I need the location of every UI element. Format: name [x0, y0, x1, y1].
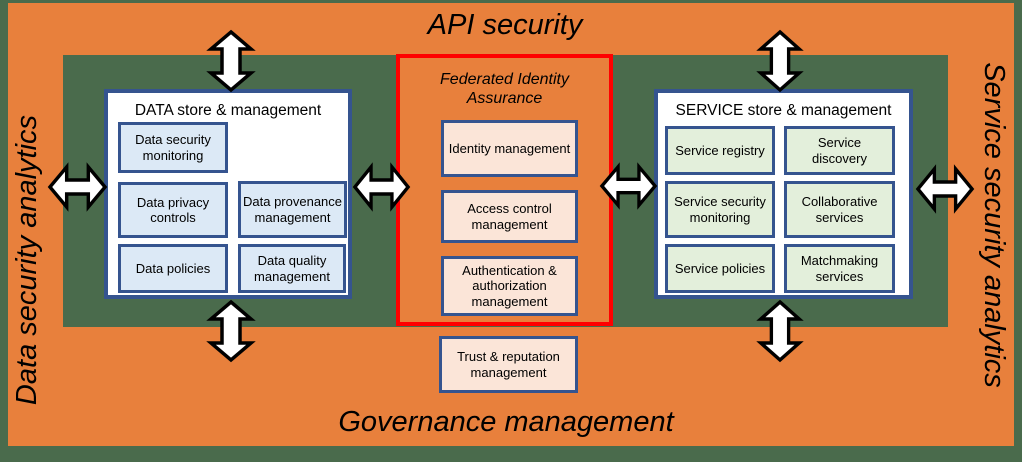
identity-management-box: Identity management — [441, 120, 578, 177]
authentication-authorization-management-box: Authentication & authorization managemen… — [441, 256, 578, 316]
service-policies-box: Service policies — [665, 244, 775, 293]
data-privacy-controls-box: Data privacy controls — [118, 182, 228, 238]
double-arrow-icon-service-governance — [756, 299, 804, 363]
federated-identity-assurance-box: Federated Identity Assurance Identity ma… — [396, 54, 613, 326]
data-security-analytics-label: Data security analytics — [11, 114, 43, 406]
api-security-label: API security — [427, 9, 583, 41]
data-security-monitoring-box: Data security monitoring — [118, 122, 228, 173]
service-store-management-box: SERVICE store & management Service regis… — [654, 89, 913, 299]
double-arrow-icon-data-federated — [352, 162, 411, 212]
governance-management-label: Governance management — [338, 406, 674, 438]
data-box-title: DATA store & management — [134, 102, 322, 119]
service-box-title: SERVICE store & management — [675, 102, 892, 119]
double-arrow-icon-federated-service — [599, 162, 658, 210]
service-discovery-box: Service discovery — [784, 126, 895, 175]
service-registry-box: Service registry — [665, 126, 775, 175]
service-security-analytics-label: Service security analytics — [978, 62, 1010, 388]
service-security-monitoring-box: Service security monitoring — [665, 181, 775, 238]
access-control-management-box: Access control management — [441, 190, 578, 243]
trust-reputation-management-box: Trust & reputation management — [439, 336, 578, 393]
collaborative-services-box: Collaborative services — [784, 181, 895, 238]
matchmaking-services-box: Matchmaking services — [784, 244, 895, 293]
double-arrow-icon-service-analytics — [915, 164, 975, 214]
data-provenance-management-box: Data provenance management — [238, 181, 347, 238]
double-arrow-icon-analytics-data — [47, 162, 108, 212]
federated-identity-assurance-title: Federated Identity Assurance — [440, 71, 569, 108]
double-arrow-icon-data-governance — [206, 299, 256, 363]
data-quality-management-box: Data quality management — [238, 244, 346, 293]
data-store-management-box: DATA store & management Data security mo… — [104, 89, 352, 299]
double-arrow-icon-data-api — [206, 29, 256, 93]
data-policies-box: Data policies — [118, 244, 228, 293]
double-arrow-icon-service-api — [756, 29, 804, 93]
